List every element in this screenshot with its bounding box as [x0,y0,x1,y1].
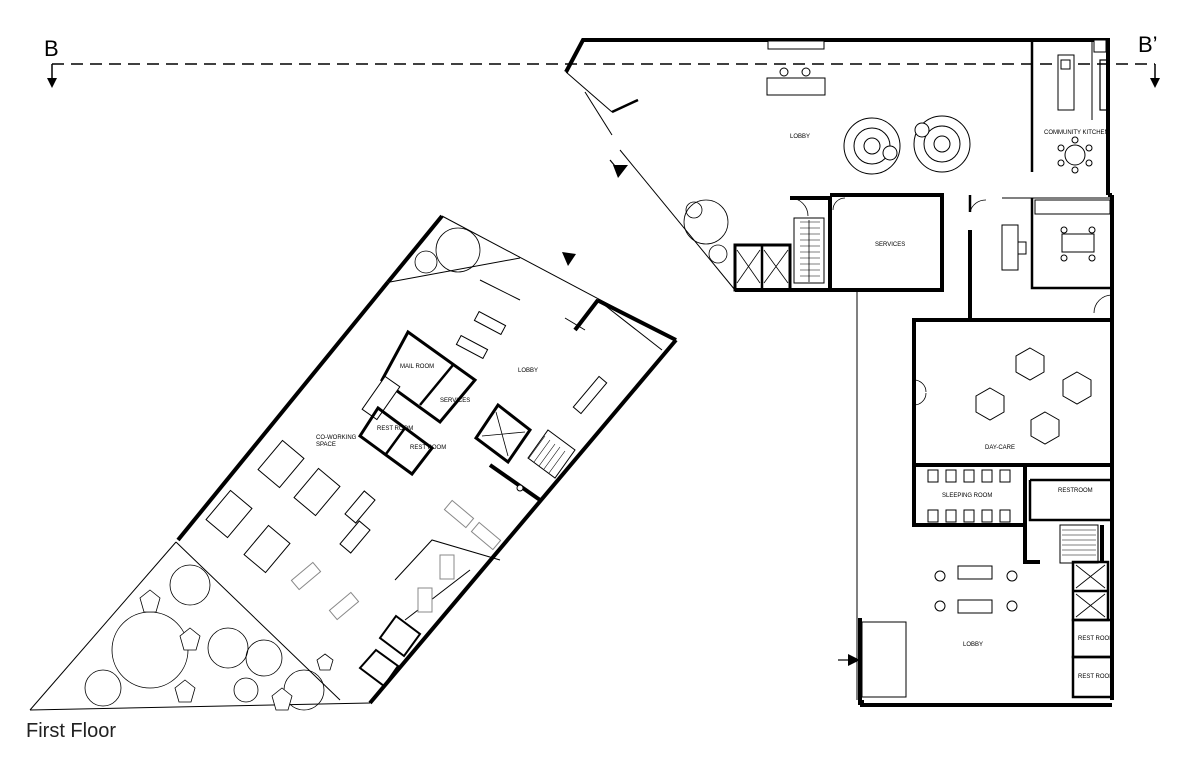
arrow-down-icon [47,64,57,88]
room-label-rest-room-se1: REST ROOM [1078,636,1114,642]
entry-arrow-icon [609,159,628,178]
section-marker-left: B [44,36,59,61]
stair-icon [1059,524,1099,564]
daycare-table-icon [975,347,1092,445]
room-label-sleeping-room: SLEEPING ROOM [942,493,992,499]
section-marker-right: B’ [1138,32,1158,57]
bench-icon [843,115,971,175]
elevator-icon [481,411,526,457]
room-label-coworking-1: CO-WORKING [316,435,357,441]
room-label-lobby-west: LOBBY [518,368,538,374]
room-label-lobby-south: LOBBY [963,642,983,648]
room-label-services-west: SERVICES [440,398,470,404]
table-icon [1057,136,1093,174]
room-label-day-care: DAY-CARE [985,445,1015,451]
room-label-rest-room-w1: REST ROOM [377,426,413,432]
elevator-icon [1075,564,1106,618]
tree-icon [414,227,481,274]
room-label-rest-room-se2: REST ROOM [1078,674,1114,680]
room-label-lobby-north: LOBBY [790,134,810,140]
stair-icon [793,217,825,284]
tree-icon [84,564,325,711]
table-icon [417,554,455,613]
arrow-down-icon [1150,64,1160,88]
stair-icon [527,429,576,479]
section-line: B B’ [44,32,1160,88]
room-label-rest-room-w2: REST ROOM [410,445,446,451]
workstation-icon [205,439,341,574]
meeting-table-icon [290,499,502,621]
shrub-icon [139,589,334,711]
elevator-icon [736,249,789,284]
east-building: SERVICES LOBBY COMMUNITY KITCHEN [564,38,1114,707]
room-label-community-kitchen: COMMUNITY KITCHEN [1044,130,1109,136]
entry-arrow-icon [562,252,576,266]
room-label-restroom-east: RESTROOM [1058,488,1093,494]
entry-arrow-icon [838,654,860,666]
drawing-caption: First Floor [26,720,116,742]
tree-icon [683,199,729,264]
room-label-coworking-2: SPACE [316,442,336,448]
room-label-mail-room: MAIL ROOM [400,364,434,370]
room-label-services-east: SERVICES [875,242,905,248]
crib-icon [927,469,1011,523]
west-building: LOBBY MAIL ROOM SERVICES REST ROOM REST … [29,214,678,711]
